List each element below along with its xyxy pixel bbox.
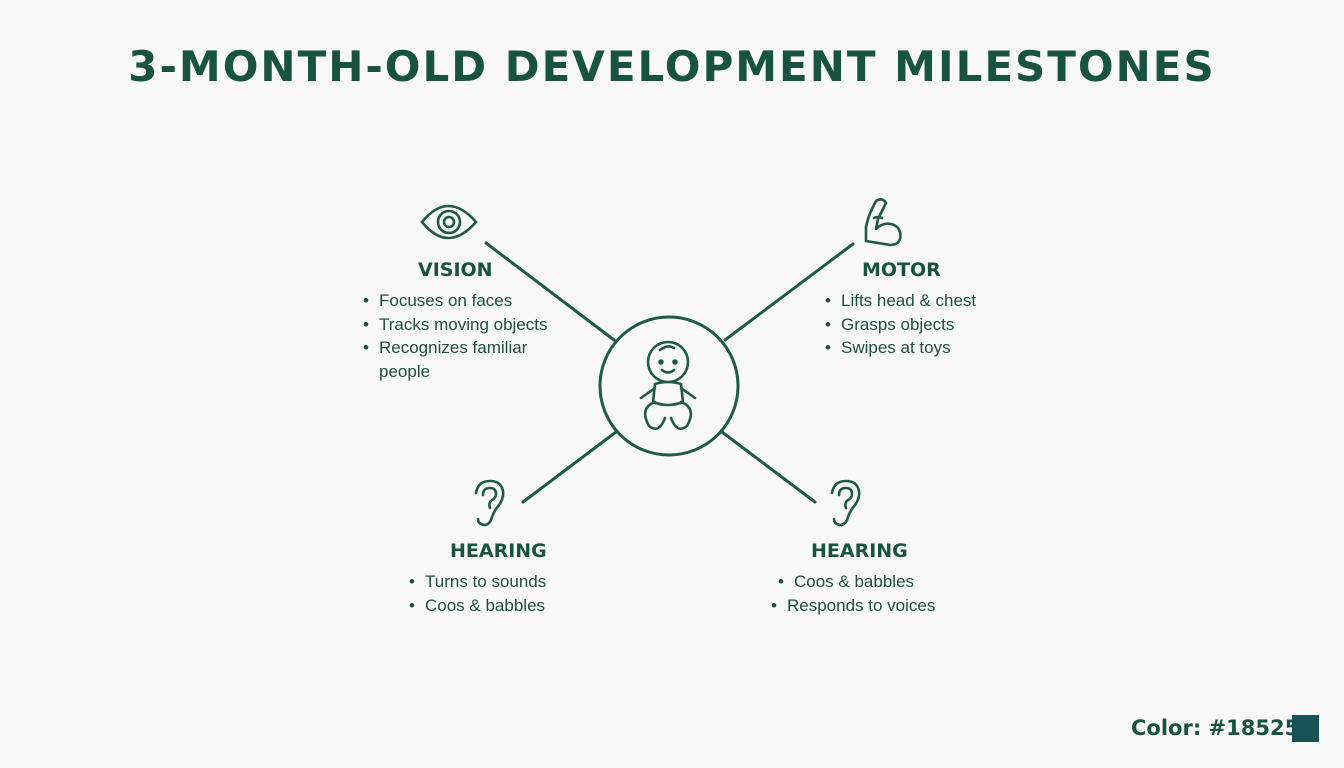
motor-list: Lifts head & chest Grasps objects Swipes… xyxy=(825,289,1025,360)
list-item: Responds to voices xyxy=(771,594,951,618)
list-item: Tracks moving objects xyxy=(363,313,583,337)
list-item: Grasps objects xyxy=(825,313,1025,337)
hearing-right-heading: HEARING xyxy=(811,540,908,562)
color-label: Color: #185256 xyxy=(1131,716,1314,740)
connector-hearing-right xyxy=(720,430,817,504)
list-item: Lifts head & chest xyxy=(825,289,1025,313)
list-item: Coos & babbles xyxy=(409,594,589,618)
flexed-arm-icon xyxy=(864,198,902,247)
motor-block: MOTOR Lifts head & chest Grasps objects … xyxy=(825,259,1025,360)
list-item: Recognizes familiar people xyxy=(363,336,539,383)
list-item: Focuses on faces xyxy=(363,289,583,313)
color-swatch xyxy=(1292,715,1319,742)
hearing-right-list: Coos & babbles Responds to voices xyxy=(771,570,951,617)
hearing-right-block: HEARING Coos & babbles Responds to voice… xyxy=(771,540,951,617)
hearing-left-block: HEARING Turns to sounds Coos & babbles xyxy=(409,540,589,617)
list-item: Turns to sounds xyxy=(409,570,589,594)
center-circle xyxy=(598,315,740,457)
ear-icon xyxy=(474,479,505,527)
hearing-left-heading: HEARING xyxy=(450,540,547,562)
ear-icon xyxy=(830,479,861,527)
eye-icon xyxy=(420,204,478,240)
list-item: Coos & babbles xyxy=(778,570,951,594)
motor-heading: MOTOR xyxy=(862,259,941,281)
hearing-left-list: Turns to sounds Coos & babbles xyxy=(409,570,589,617)
connector-hearing-left xyxy=(521,430,618,504)
vision-block: VISION Focuses on faces Tracks moving ob… xyxy=(363,259,583,383)
connector-motor xyxy=(723,242,855,342)
vision-heading: VISION xyxy=(418,259,493,281)
list-item: Swipes at toys xyxy=(825,336,1025,360)
page-title: 3-MONTH-OLD DEVELOPMENT MILESTONES xyxy=(128,42,1216,91)
baby-icon xyxy=(639,340,697,430)
vision-list: Focuses on faces Tracks moving objects R… xyxy=(363,289,583,383)
